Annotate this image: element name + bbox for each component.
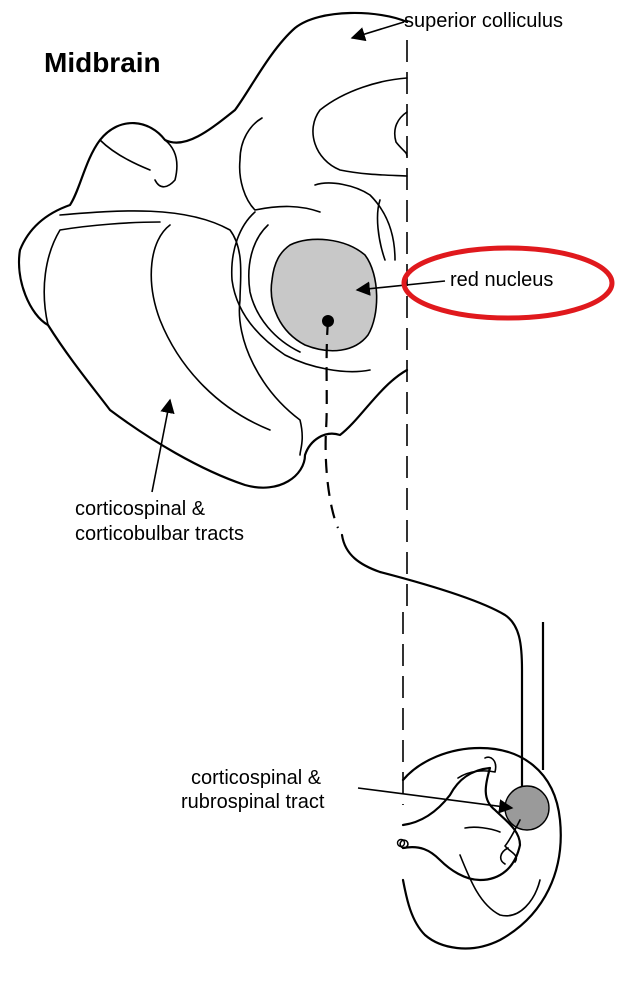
tract-terminal xyxy=(499,819,521,865)
rubrospinal-tract-solid xyxy=(340,533,524,822)
aqueduct-notch xyxy=(393,111,408,157)
midbrain-outline xyxy=(17,11,409,489)
medial-lemniscus xyxy=(376,199,386,261)
central-canal-dot xyxy=(396,838,406,848)
tract-terminal-2 xyxy=(464,826,501,833)
label-corticospinal-corticobulbar-2: corticobulbar tracts xyxy=(75,523,244,545)
spinal-ventral-horn xyxy=(459,854,541,917)
label-corticospinal-corticobulbar-1: corticospinal & xyxy=(75,498,206,520)
red-nucleus-highlight-ring xyxy=(401,245,615,321)
peduncle-inner xyxy=(150,224,271,431)
label-red-nucleus: red nucleus xyxy=(450,269,553,291)
substantia-nigra-inner xyxy=(248,224,301,353)
arrow-red-nucleus xyxy=(355,280,446,296)
red-nucleus xyxy=(270,238,378,352)
spinal-cord-outline xyxy=(401,746,562,950)
rubrospinal-tract-dashed xyxy=(324,320,340,529)
arrow-corticospinal-corticobulbar xyxy=(151,398,175,493)
diagram-title: Midbrain xyxy=(44,47,161,78)
arrow-corticospinal-rubrospinal xyxy=(357,787,514,814)
peduncle-left-lobe xyxy=(43,221,161,326)
cerebral-peduncle xyxy=(59,210,303,456)
arrow-superior-colliculus xyxy=(350,21,405,42)
spinal-central-canal xyxy=(399,839,409,849)
tegmentum-curve-1 xyxy=(238,117,321,213)
label-corticospinal-rubrospinal-1: corticospinal & xyxy=(191,767,322,789)
label-corticospinal-rubrospinal-2: rubrospinal tract xyxy=(181,791,325,813)
tegmentum-curve-2 xyxy=(314,182,396,261)
periaqueductal-gray xyxy=(312,77,408,177)
spinal-gray-matter xyxy=(401,766,522,882)
label-superior-colliculus: superior colliculus xyxy=(404,10,563,32)
colliculus-fold xyxy=(99,139,178,188)
spinal-dorsal-horn xyxy=(457,756,497,779)
